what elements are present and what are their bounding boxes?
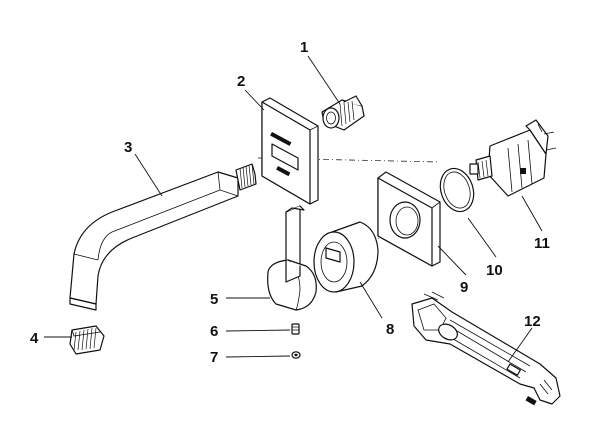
callout-4: 4 <box>30 330 39 347</box>
callout-2: 2 <box>237 73 245 90</box>
part-8-sleeve <box>313 221 379 293</box>
part-6-grub-screw <box>291 323 300 335</box>
part-9-rosette <box>377 171 441 267</box>
callout-12: 12 <box>524 313 541 330</box>
callout-9: 9 <box>460 279 468 296</box>
part-1-connector <box>321 95 365 131</box>
callout-5: 5 <box>210 291 218 308</box>
leader-lines <box>44 55 543 363</box>
part-7-cap <box>291 351 301 359</box>
callout-11: 11 <box>534 235 550 252</box>
callout-7: 7 <box>210 349 218 366</box>
part-12-mounting-template <box>411 291 561 406</box>
callout-6: 6 <box>210 323 218 340</box>
part-5-lever-handle <box>267 205 317 311</box>
callout-labels: 1 2 3 4 5 6 7 8 9 10 11 12 <box>30 39 550 366</box>
part-11-cartridge <box>469 119 557 197</box>
part-10-o-ring <box>439 167 475 213</box>
callout-1: 1 <box>300 39 308 56</box>
part-4-aerator <box>69 325 105 355</box>
callout-3: 3 <box>124 139 132 156</box>
callout-8: 8 <box>386 321 394 338</box>
callout-10: 10 <box>486 262 503 279</box>
part-3-spout <box>69 163 257 311</box>
part-2-wall-plate <box>261 97 319 205</box>
